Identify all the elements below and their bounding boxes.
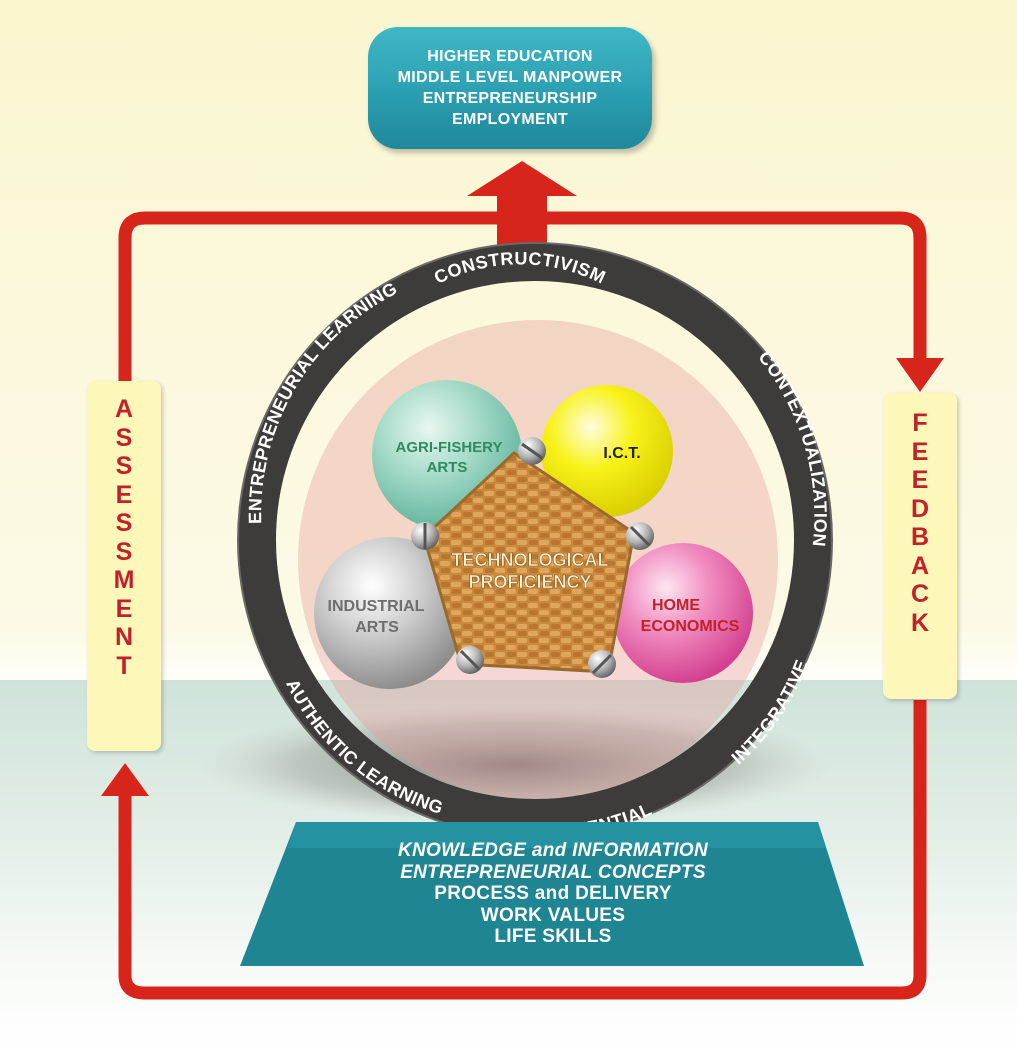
assessment-letter: M [113,566,135,594]
outcome-middle-level-manpower: MIDDLE LEVEL MANPOWER [397,69,623,86]
feedback-box: F E E D B A C K [883,393,957,699]
home-economics-label-line2: ECONOMICS [641,618,740,635]
input-work-values: WORK VALUES [480,904,626,926]
input-knowledge-information: KNOWLEDGE and INFORMATION [397,840,709,862]
ict-label: I.C.T. [603,445,640,462]
output-arrow [467,161,577,246]
feedback-letter: E [911,437,929,466]
outcome-employment: EMPLOYMENT [452,111,568,128]
outcome-entrepreneurship: ENTREPRENEURSHIP [422,90,598,107]
assessment-letter: E [115,594,133,623]
home-economics-label-line1: HOME [652,597,700,614]
assessment-letter: N [114,623,134,651]
assessment-letter: S [115,452,133,480]
feedback-letter: B [910,523,930,551]
outcome-higher-education: HIGHER EDUCATION [427,48,593,65]
assessment-letter: S [115,423,133,452]
inputs-platform-shape [240,822,864,966]
center-label-line2: PROFICIENCY [468,572,591,592]
feedback-letter: E [911,466,929,494]
industrial-arts-sphere [314,537,466,689]
input-process-delivery: PROCESS and DELIVERY [434,883,672,905]
principles-ring [238,243,832,837]
inputs-platform: KNOWLEDGE and INFORMATION ENTREPRENEURIA… [238,820,868,968]
feedback-letter: A [910,551,930,580]
agri-fishery-label-line1: AGRI-FISHERY [396,439,503,456]
feedback-letter: D [910,494,930,523]
assessment-letter: S [115,509,133,537]
industrial-arts-label-line1: INDUSTRIAL [328,598,425,615]
feedback-letter: K [910,608,930,637]
feedback-letter: F [912,409,928,437]
outcomes-box: HIGHER EDUCATION MIDDLE LEVEL MANPOWER E… [368,27,652,149]
feedback-letter: C [910,580,930,608]
assessment-box: A S S E S S M E N T [87,381,161,751]
industrial-arts-label-line2: ARTS [355,619,399,636]
technological-proficiency-basket [422,451,636,674]
assessment-letter: S [115,537,133,566]
agri-fishery-label-line2: ARTS [427,459,468,476]
center-label-line1: TECHNOLOGICAL [452,550,609,570]
basket-screws [411,437,654,678]
assessment-letter: T [116,651,132,680]
input-life-skills: LIFE SKILLS [494,926,612,948]
assessment-letter: A [114,395,134,423]
input-entrepreneurial-concepts: ENTREPRENEURIAL CONCEPTS [400,861,706,883]
home-economics-sphere [613,543,753,683]
assessment-letter: E [115,480,133,509]
ict-sphere [541,385,673,517]
